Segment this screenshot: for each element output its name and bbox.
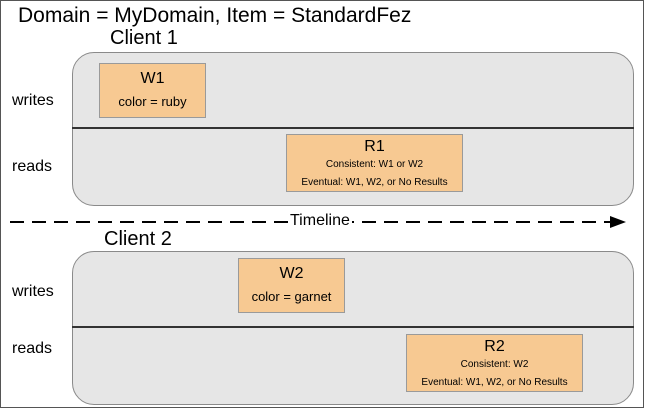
op-title: R1: [364, 138, 385, 155]
client-2-writes-label: writes: [12, 283, 54, 300]
op-title: W1: [140, 70, 165, 87]
write-op-w2: W2 color = garnet: [238, 258, 345, 313]
client-2-reads-label: reads: [12, 340, 53, 357]
op-title: R2: [484, 338, 505, 355]
client-1-writes-label: writes: [12, 92, 54, 109]
op-eventual: Eventual: W1, W2, or No Results: [421, 377, 568, 388]
client-2-divider: [72, 326, 634, 328]
op-consistent: Consistent: W2: [460, 359, 529, 370]
op-detail: color = ruby: [118, 94, 187, 109]
client-1-label: Client 1: [110, 27, 178, 49]
write-op-w1: W1 color = ruby: [99, 63, 206, 118]
diagram-title: Domain = MyDomain, Item = StandardFez: [18, 4, 412, 27]
op-detail: color = garnet: [251, 289, 332, 304]
client-1-divider: [72, 127, 634, 129]
client-2-label: Client 2: [104, 228, 172, 250]
timeline-label: Timeline: [288, 212, 352, 230]
op-eventual: Eventual: W1, W2, or No Results: [301, 177, 448, 188]
op-consistent: Consistent: W1 or W2: [325, 159, 424, 170]
read-op-r1: R1 Consistent: W1 or W2 Eventual: W1, W2…: [286, 134, 463, 192]
read-op-r2: R2 Consistent: W2 Eventual: W1, W2, or N…: [406, 334, 583, 392]
client-1-reads-label: reads: [12, 158, 53, 175]
op-title: W2: [279, 265, 304, 282]
